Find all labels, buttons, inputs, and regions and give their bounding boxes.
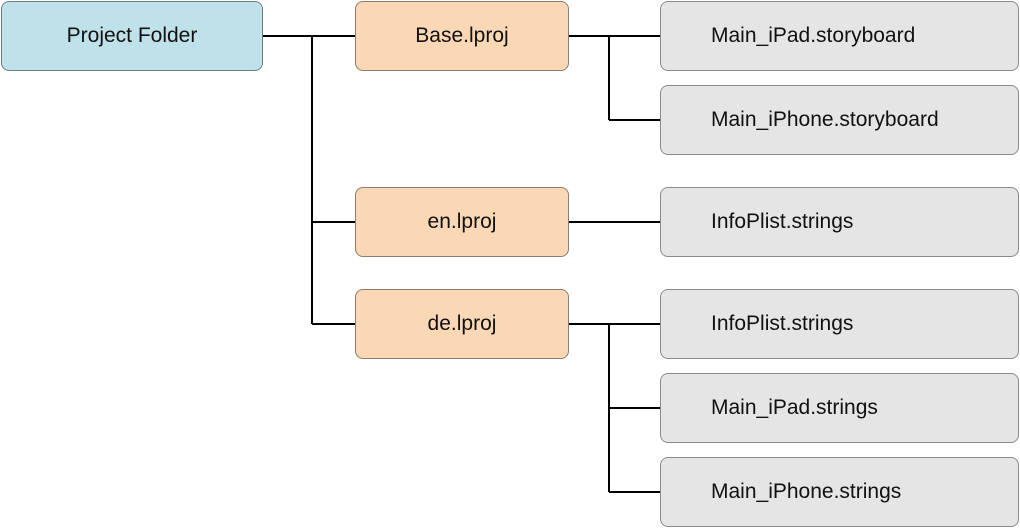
file-node-base-main-ipad-storyboard: Main_iPad.storyboard xyxy=(660,1,1019,71)
en-lproj-label: en.lproj xyxy=(427,210,497,233)
file-node-base-main-iphone-storyboard: Main_iPhone.storyboard xyxy=(660,85,1019,155)
file-label: Main_iPhone.strings xyxy=(711,480,902,503)
file-label: Main_iPad.strings xyxy=(711,396,878,419)
file-node-de-main-iphone-strings: Main_iPhone.strings xyxy=(660,457,1019,527)
project-folder-label: Project Folder xyxy=(66,24,198,47)
file-label: Main_iPad.storyboard xyxy=(711,24,916,47)
base-lproj-node: Base.lproj xyxy=(355,1,569,71)
file-label: Main_iPhone.storyboard xyxy=(711,108,939,131)
file-label: InfoPlist.strings xyxy=(711,312,854,335)
de-lproj-label: de.lproj xyxy=(427,312,497,335)
file-label: InfoPlist.strings xyxy=(711,210,854,233)
file-node-en-infoplist-strings: InfoPlist.strings xyxy=(660,187,1019,257)
en-lproj-node: en.lproj xyxy=(355,187,569,257)
file-node-de-infoplist-strings: InfoPlist.strings xyxy=(660,289,1019,359)
project-folder-node: Project Folder xyxy=(1,1,263,71)
file-node-de-main-ipad-strings: Main_iPad.strings xyxy=(660,373,1019,443)
base-lproj-label: Base.lproj xyxy=(415,24,509,47)
de-lproj-node: de.lproj xyxy=(355,289,569,359)
